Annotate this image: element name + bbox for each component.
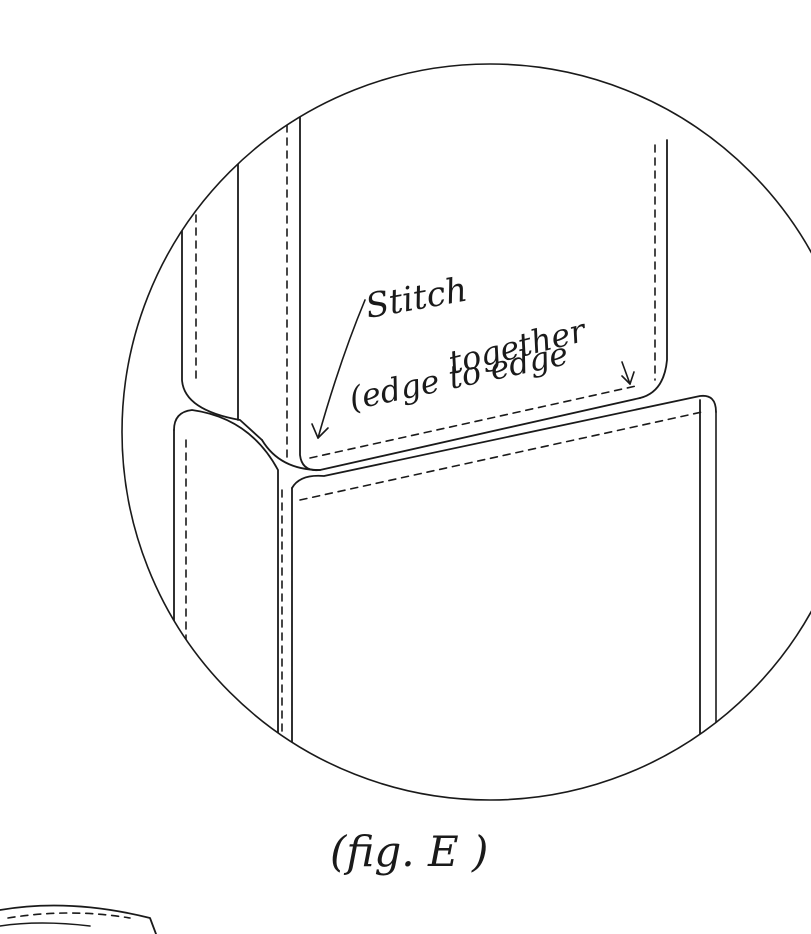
upper-cushion <box>181 64 668 472</box>
arrow-left <box>311 299 366 439</box>
annotation-line-1: Stitch <box>363 270 471 327</box>
figure-caption: (fig. E ) <box>330 827 488 876</box>
cushion-closeup: Stitch together (edge to edge <box>173 64 717 800</box>
next-figure-partial <box>0 904 157 934</box>
lower-cushion <box>173 394 717 800</box>
arrow-right <box>621 361 635 385</box>
magnifier-circle <box>121 63 811 801</box>
